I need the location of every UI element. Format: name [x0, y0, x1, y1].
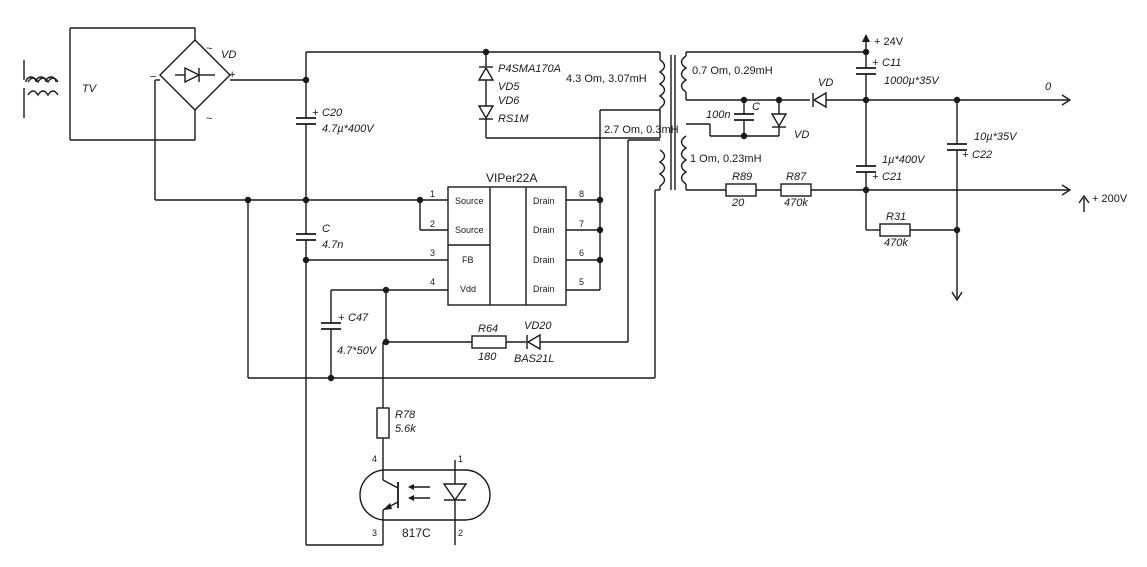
main-transformer: 4.3 Om, 3.07mH 2.7 Om, 0.3mH 0.7 Om, 0.2… — [566, 52, 773, 378]
ic-pin2-num: 2 — [430, 219, 435, 229]
aux-winding-label: 2.7 Om, 0.3mH — [604, 124, 679, 136]
c11-name: C11 — [882, 57, 901, 69]
svg-text:~: ~ — [206, 113, 212, 125]
ic-pin7-label: Drain — [533, 225, 555, 235]
capacitor-c-snubber: C 4.7n — [296, 200, 343, 545]
bridge-rectifier: ~ ~ VD − + — [150, 28, 236, 140]
capacitor-c21: 1µ*400V + C21 — [856, 100, 926, 230]
c22-value: 10µ*35V — [974, 131, 1018, 143]
vd6-label: VD6 — [498, 95, 520, 107]
resistor-r31: R31 470k — [866, 211, 961, 249]
r64-value: 180 — [478, 351, 497, 363]
ic-pin1-num: 1 — [430, 189, 435, 199]
bridge-plus: + — [229, 69, 235, 81]
diode-vd20: VD20 BAS21L — [514, 140, 629, 365]
opto-pin4: 4 — [372, 454, 377, 464]
r89-value: 20 — [731, 197, 745, 209]
r64-name: R64 — [478, 323, 498, 335]
ic-pin4-num: 4 — [430, 277, 435, 287]
r78-value: 5.6k — [395, 423, 416, 435]
ic-pin8-label: Drain — [533, 196, 555, 206]
diode-vd-b: VD — [770, 100, 809, 141]
bridge-label: VD — [221, 49, 236, 61]
optocoupler-817c: 4 1 3 2 817C — [306, 454, 491, 546]
opto-pin3: 3 — [372, 528, 377, 538]
sec-top-label: 0.7 Om, 0.29mH — [692, 65, 773, 77]
ic-name: VIPer22A — [486, 171, 537, 185]
opto-name: 817C — [402, 526, 431, 540]
c21-name: C21 — [882, 171, 902, 183]
ic-pin6-num: 6 — [579, 248, 584, 258]
svg-text:+: + — [872, 171, 879, 183]
vd5-label: VD5 — [498, 81, 520, 93]
svg-text:+: + — [872, 57, 879, 69]
capacitor-c22: 10µ*35V + C22 — [947, 100, 1018, 298]
out-200v-label: + 200V — [1092, 193, 1128, 205]
tvs-name: P4SMA170A — [498, 63, 561, 75]
c47-name: C47 — [348, 312, 369, 324]
ic-pin7-num: 7 — [579, 219, 584, 229]
capacitor-c20: + C20 4.7µ*400V — [296, 107, 375, 200]
c-value: 4.7n — [322, 239, 343, 251]
viper22a-ic: VIPer22A Source Source FB Vdd Drain Drai… — [430, 171, 584, 306]
capacitor-c-100n: C 100n — [706, 100, 760, 136]
ic-pin4-label: Vdd — [460, 284, 476, 294]
c22-name: C22 — [972, 149, 992, 161]
opto-pin2: 2 — [458, 528, 463, 538]
rs1m-label: RS1M — [498, 113, 529, 125]
r31-name: R31 — [886, 211, 906, 223]
r78-name: R78 — [395, 409, 416, 421]
vd20-value: BAS21L — [514, 353, 554, 365]
ic-pin5-label: Drain — [533, 284, 555, 294]
r87-name: R87 — [786, 171, 807, 183]
resistor-r64: R64 180 — [386, 323, 526, 363]
r31-value: 470k — [884, 237, 908, 249]
ic-pin2-label: Source — [455, 225, 484, 235]
opto-pin1: 1 — [458, 454, 463, 464]
c47-value: 4.7*50V — [337, 345, 378, 357]
svg-text:+: + — [312, 107, 319, 119]
svg-text:~: ~ — [206, 43, 212, 55]
c100n-value: 100n — [706, 109, 730, 121]
ic-pin1-label: Source — [455, 196, 484, 206]
input-transformer: TV — [23, 27, 195, 141]
capacitor-c47: + C47 4.7*50V — [321, 290, 378, 378]
resistor-r89: R89 20 — [686, 171, 757, 209]
svg-text:+: + — [338, 312, 345, 324]
ic-pin8-num: 8 — [579, 189, 584, 199]
resistor-r87: R87 470k — [756, 171, 812, 209]
c20-name: C20 — [322, 107, 343, 119]
vd-a-label: VD — [818, 77, 833, 89]
ic-pin5-num: 5 — [579, 277, 584, 287]
r89-name: R89 — [732, 171, 752, 183]
c20-value: 4.7µ*400V — [322, 123, 375, 135]
out-24v-label: + 24V — [874, 36, 904, 48]
clamp-diodes: P4SMA170A VD5 VD6 RS1M — [477, 52, 660, 139]
capacitor-c11: + C11 1000µ*35V — [856, 57, 940, 100]
r87-value: 470k — [784, 197, 808, 209]
primary-winding-label: 4.3 Om, 3.07mH — [566, 73, 647, 85]
bridge-minus: − — [150, 71, 156, 83]
c100n-name: C — [752, 101, 760, 113]
ic-pin3-label: FB — [462, 255, 474, 265]
sec-bot-label: 1 Om, 0.23mH — [690, 153, 762, 165]
out-0-label: 0 — [1045, 81, 1052, 93]
svg-text:+: + — [962, 149, 969, 161]
tv-label: TV — [82, 83, 98, 95]
vd20-name: VD20 — [524, 320, 552, 332]
ic-pin3-num: 3 — [430, 248, 435, 258]
c11-value: 1000µ*35V — [884, 75, 940, 87]
ic-pin6-label: Drain — [533, 255, 555, 265]
vd-b-label: VD — [794, 129, 809, 141]
c21-value: 1µ*400V — [882, 154, 926, 166]
c-name: C — [322, 223, 330, 235]
resistor-r78: R78 5.6k — [376, 342, 416, 470]
